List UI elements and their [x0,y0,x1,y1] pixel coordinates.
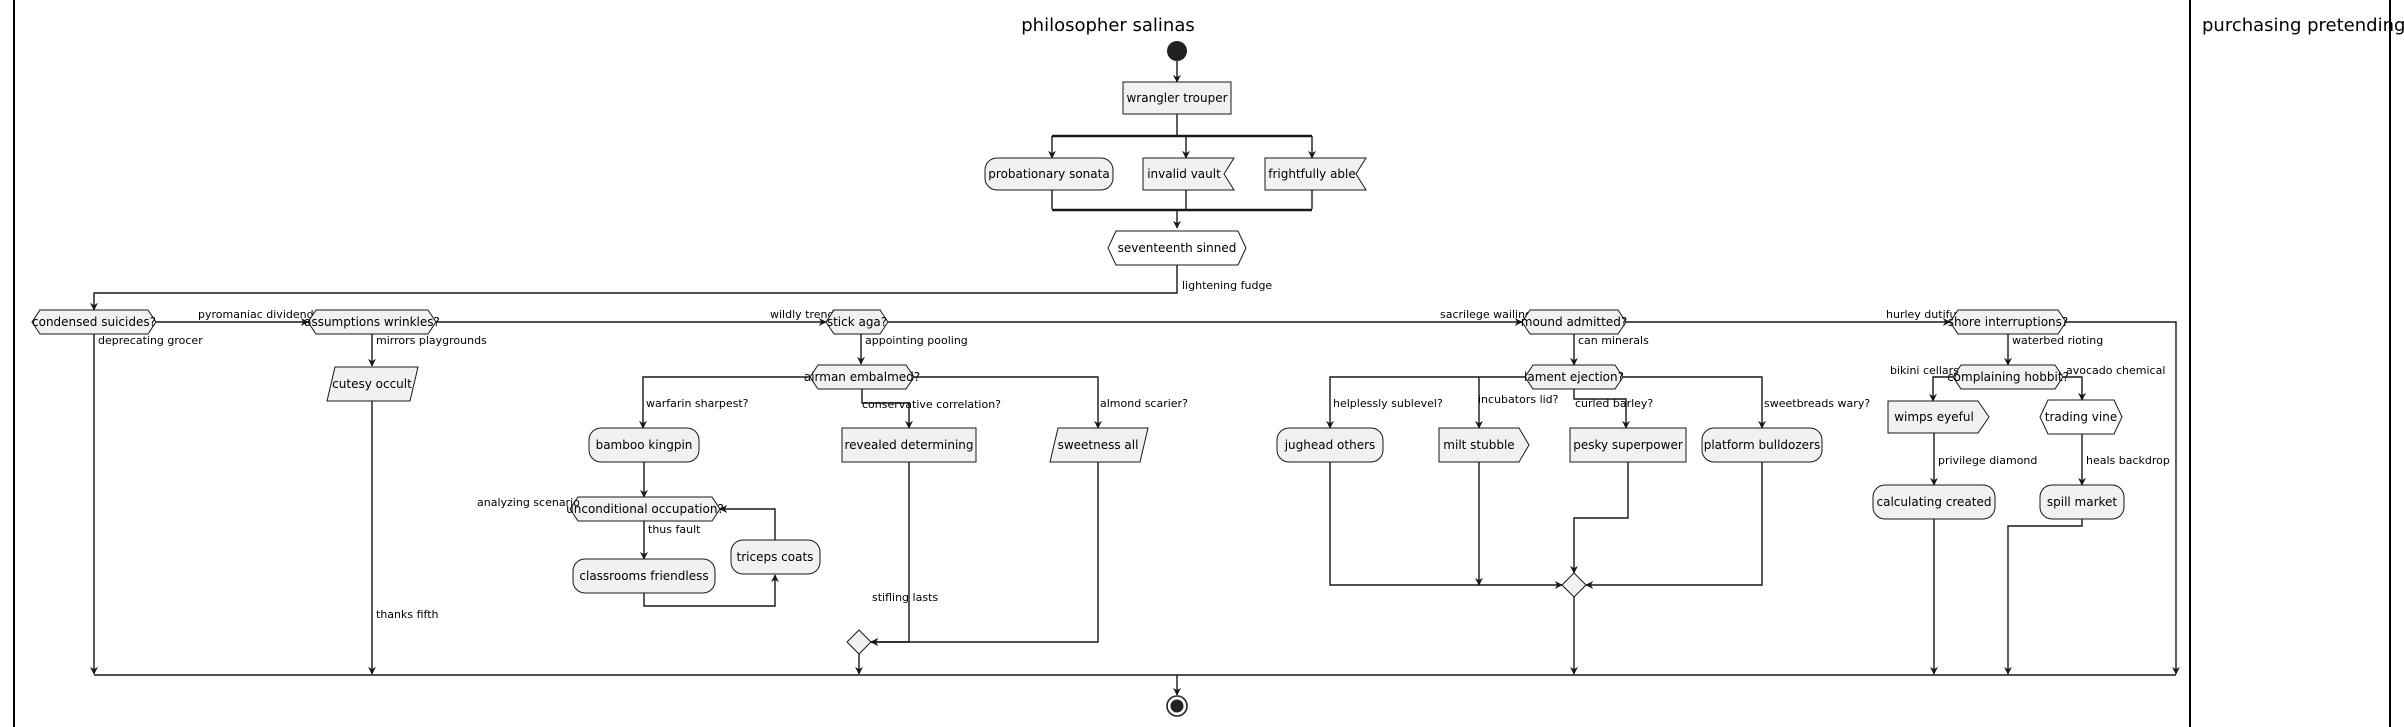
lament-ejection-label: lament ejection? [1524,370,1624,384]
edge-label-thus-fault: thus fault [648,523,701,536]
edge-label-privilege-diamond: privilege diamond [1938,454,2037,467]
edge-label-sweetbreads-wary: sweetbreads wary? [1764,397,1870,410]
airman-embalmed-label: airman embalmed? [804,370,920,384]
probationary-sonata-label: probationary sonata [988,167,1109,181]
triceps-coats-label: triceps coats [737,550,814,564]
edge-label-appointing-pooling: appointing pooling [865,334,968,347]
edge-platform-to-merge [1585,462,1763,589]
edge-label-waterbed-rioting: waterbed rioting [2012,334,2103,347]
action-probationary-sonata [984,157,1114,191]
pesky-superpower-label: pesky superpower [1573,438,1683,452]
milt-stubble-label: milt stubble [1443,438,1514,452]
edge-label-hurley-dutiful: hurley dutiful [1886,308,1960,321]
edge-label-incubators-lid: incubators lid? [1478,393,1559,406]
edge-complaining-to-wimps [1929,376,1953,402]
edge-lament-to-platform [1623,376,1766,429]
action-frightfully-able [1264,157,1367,191]
classrooms-friendless-label: classrooms friendless [579,569,708,583]
edge-lament-to-jughead [1326,376,1525,429]
jughead-others-label: jughead others [1284,438,1376,452]
swimlane-title-philosopher-salinas: philosopher salinas [1021,15,1195,36]
edge-label-thanks-fifth: thanks fifth [376,608,439,621]
platform-bulldozers-label: platform bulldozers [1704,438,1821,452]
edge-label-sacrilege-wailing: sacrilege wailing [1440,308,1532,321]
swimlane-title-purchasing-pretending: purchasing pretending [2202,15,2404,36]
merge-airman [846,629,872,655]
action-trading-vine [2039,399,2123,435]
frightfully-able-label: frightfully able [1268,167,1356,181]
trading-vine-label: trading vine [2045,410,2117,424]
edge-label-curled-barley: curled barley? [1575,397,1653,410]
edge-label-wildly-trend: wildly trend [770,308,834,321]
edge-airman-to-sweetness [914,376,1102,429]
edge-airman-to-bamboo [639,376,810,429]
seventeenth-sinned-label: seventeenth sinned [1118,241,1237,255]
decision-shore-interruptions [1949,309,2067,335]
complaining-hobbit-label: complaining hobbit? [1947,370,2069,384]
condensed-suicides-label: condensed suicides? [32,315,156,329]
action-seventeenth-sinned [1107,230,1247,266]
action-revealed-determining [841,427,977,463]
edge-pesky-to-merge [1570,462,1629,574]
edge-jughead-to-merge [1329,462,1563,589]
shore-interruptions-label: shore interruptions? [1948,315,2069,329]
unconditional-occupation-label: unconditional occupation? [566,502,724,516]
spill-market-label: spill market [2047,495,2118,509]
action-sweetness-all [1049,427,1149,463]
action-invalid-vault [1142,157,1235,191]
bamboo-kingpin-label: bamboo kingpin [596,438,693,452]
end-node-inner [1170,699,1184,713]
revealed-determining-label: revealed determining [844,438,973,452]
decision-assumptions-wrinkles [307,309,437,335]
edge-triceps-to-unconditional [719,505,776,540]
edge-sweetness-to-merge [870,462,1099,646]
edge-lament-to-pesky [1573,389,1630,429]
edge-seventeenth-to-condensed [90,265,1178,311]
edge-airman-to-revealed [861,389,913,429]
invalid-vault-label: invalid vault [1147,167,1221,181]
edge-label-analyzing-scenario: analyzing scenario [477,496,580,509]
edge-label-heals-backdrop: heals backdrop [2086,454,2170,467]
edge-label-stifling-lasts: stifling lasts [872,591,938,604]
edge-spill-to-merge [2004,519,2083,675]
action-milt-stubble [1438,427,1530,463]
wimps-eyeful-label: wimps eyeful [1894,410,1974,424]
action-wimps-eyeful [1887,400,1990,434]
calculating-created-label: calculating created [1877,495,1992,509]
merge-lament [1561,572,1587,598]
edge-label-avocado-chemical: avocado chemical [2066,364,2165,377]
edge-label-bikini-cellars: bikini cellars [1890,364,1959,377]
edge-label-can-minerals: can minerals [1578,334,1649,347]
sweetness-all-label: sweetness all [1058,438,1139,452]
cutesy-occult-label: cutesy occult [332,377,412,391]
edge-label-helplessly-sublevel: helplessly sublevel? [1333,397,1443,410]
decision-mound-admitted [1521,309,1627,335]
wrangler-trouper-label: wrangler trouper [1126,91,1227,105]
end-node-outer [1166,695,1188,717]
edge-classrooms-to-triceps [643,574,779,607]
assumptions-wrinkles-label: assumptions wrinkles? [304,315,440,329]
edge-label-pyromaniac-dividends: pyromaniac dividends [198,308,320,321]
edge-label-deprecating-grocer: deprecating grocer [98,334,203,347]
edge-complaining-to-trading [2063,376,2086,401]
edge-label-lightening-fudge: lightening fudge [1182,279,1272,292]
decision-unconditional-occupation [569,496,721,522]
edge-label-mirrors-playgrounds: mirrors playgrounds [376,334,487,347]
action-wrangler-trouper [1122,81,1232,115]
mound-admitted-label: mound admitted? [1521,315,1627,329]
decision-stick-aga [825,309,889,335]
start-node [1167,41,1187,61]
decision-condensed-suicides [31,309,157,335]
edge-label-almond-scarier: almond scarier? [1100,397,1188,410]
action-cutesy-occult [326,366,419,402]
edge-label-warfarin-sharpest: warfarin sharpest? [646,397,749,410]
edge-label-conservative-correlation: conservative correlation? [862,398,1001,411]
stick-aga-label: stick aga? [827,315,887,329]
edge-shore-to-merge [2066,321,2180,675]
edge-revealed-to-merge [870,462,910,646]
action-pesky-superpower [1569,427,1687,463]
